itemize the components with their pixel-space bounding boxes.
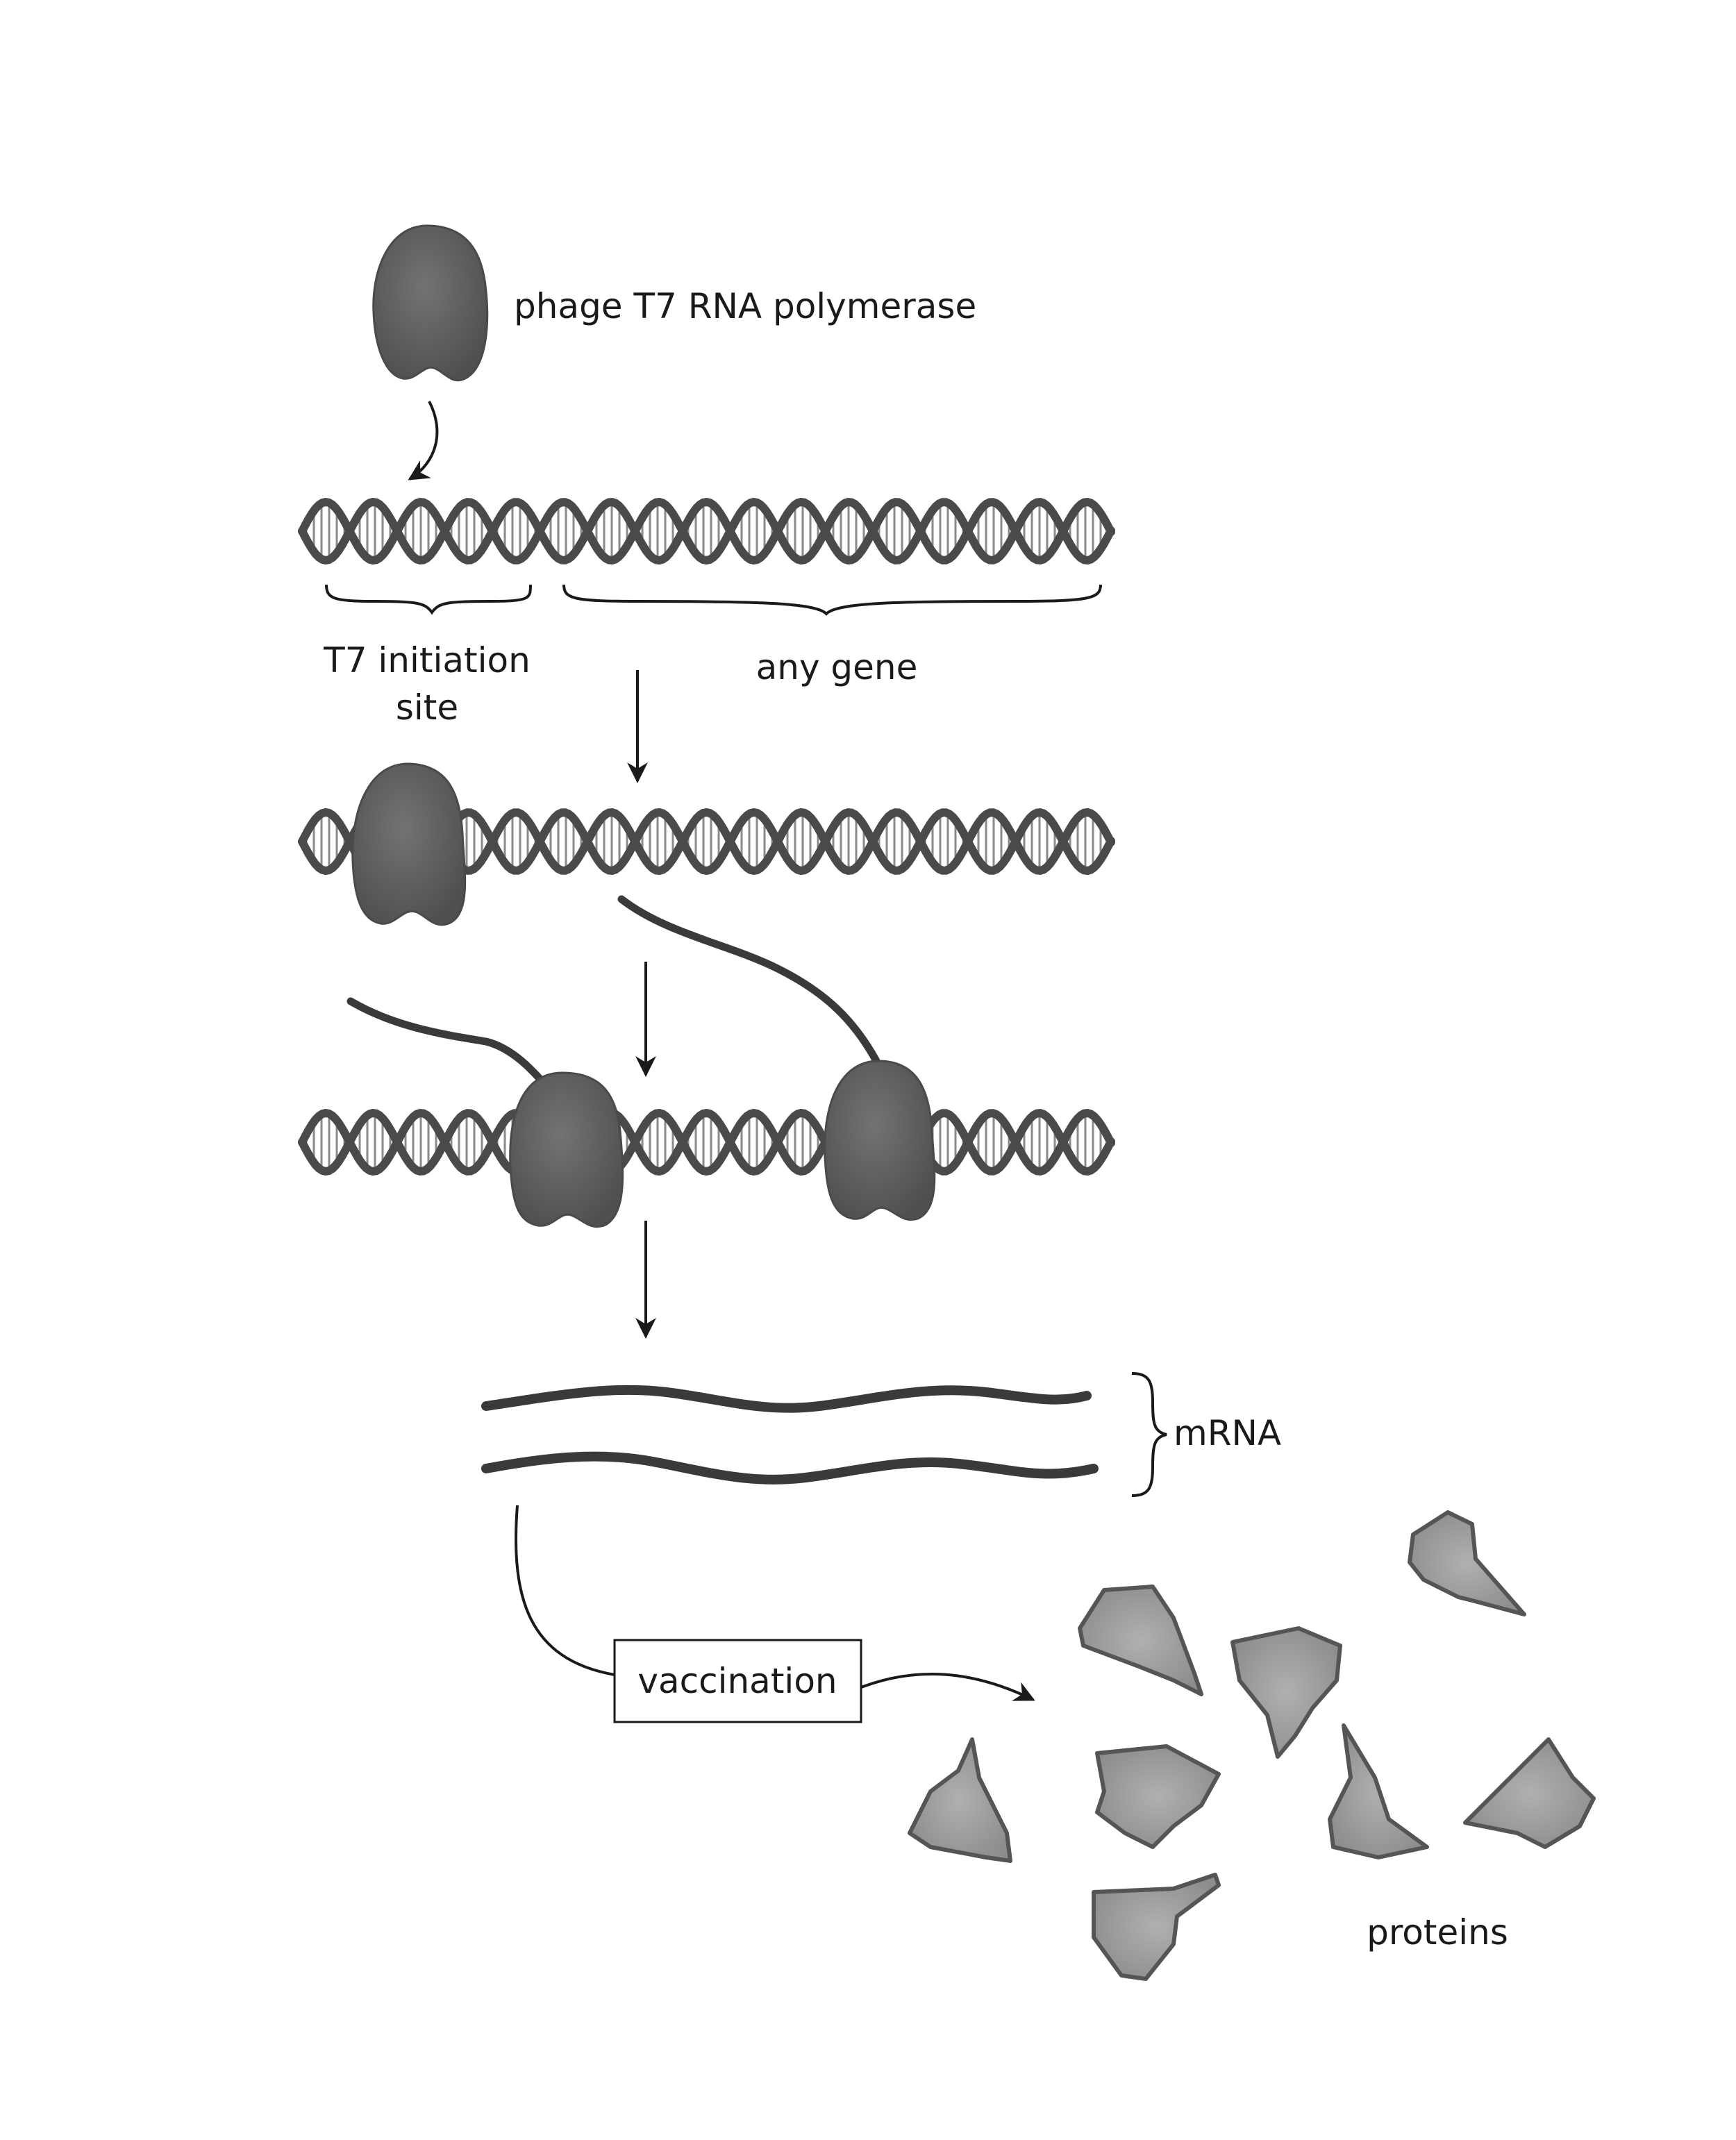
brace-mrna xyxy=(1131,1372,1167,1497)
protein-cluster xyxy=(908,1510,1596,1981)
arrow-bind xyxy=(408,401,439,480)
protein-3 xyxy=(1230,1626,1342,1759)
dna-strand-2 xyxy=(298,1108,1115,1176)
vaccination-box xyxy=(613,1639,862,1723)
initiation-label-line1: T7 initiation xyxy=(323,640,531,680)
protein-1 xyxy=(1408,1510,1526,1616)
polymerase-bound-3 xyxy=(824,1060,936,1221)
brace-initiation-site xyxy=(325,584,532,615)
protein-8 xyxy=(1092,1873,1221,1981)
mrna-strand-1 xyxy=(481,1385,1092,1413)
arrow-vaccination-in xyxy=(515,1505,615,1676)
mrna-nascent-2 xyxy=(347,997,553,1093)
dna-helix-1 xyxy=(298,497,1115,565)
protein-6 xyxy=(1328,1723,1429,1859)
brace-gene xyxy=(562,584,1102,616)
polymerase-label: phage T7 RNA polymerase xyxy=(514,286,976,326)
protein-2 xyxy=(1078,1585,1203,1696)
polymerase-bound-2 xyxy=(509,1071,624,1228)
mrna-nascent-1 xyxy=(617,895,880,1065)
arrow-vaccination-out xyxy=(860,1672,1035,1701)
dna-helix-3 xyxy=(298,1108,1115,1176)
gene-label: any gene xyxy=(756,647,918,687)
dna-strand-1 xyxy=(298,1108,1115,1176)
protein-4 xyxy=(908,1737,1012,1863)
polymerase-free xyxy=(372,224,489,382)
vaccination-label: vaccination xyxy=(637,1661,837,1701)
dna-strand-2 xyxy=(298,497,1115,565)
mrna-label: mRNA xyxy=(1174,1413,1281,1453)
proteins-label: proteins xyxy=(1367,1912,1508,1953)
initiation-label-line2: site xyxy=(396,687,458,728)
mrna-strand-2 xyxy=(481,1451,1099,1485)
dna-strand-1 xyxy=(298,497,1115,565)
protein-7 xyxy=(1463,1737,1596,1849)
protein-5 xyxy=(1095,1744,1221,1849)
polymerase-bound-1 xyxy=(351,762,467,926)
